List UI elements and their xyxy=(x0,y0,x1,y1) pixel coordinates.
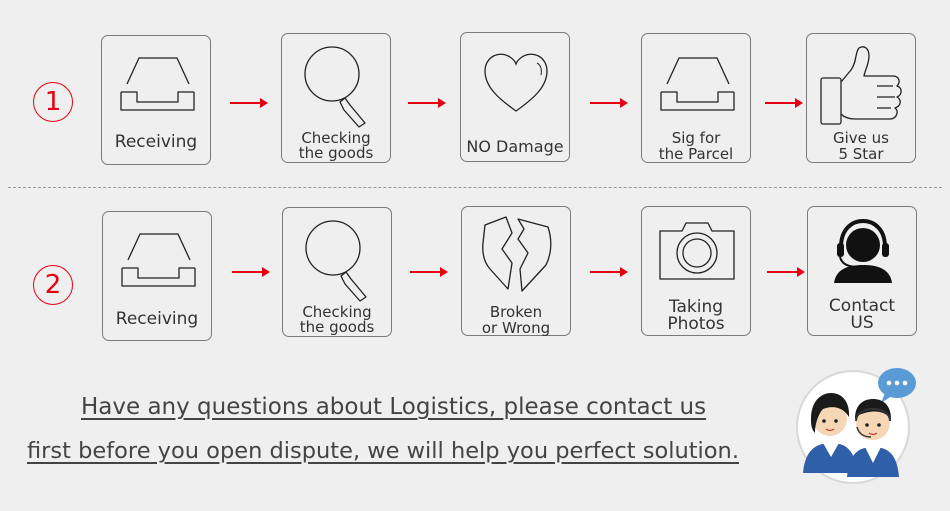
support-agent-icon xyxy=(834,218,892,283)
step-card-checking: Checking the goods xyxy=(281,33,391,163)
step-number-2: 2 xyxy=(33,265,73,305)
broken-heart-icon xyxy=(482,216,552,292)
arrow-right-icon xyxy=(410,267,448,277)
arrow-right-icon xyxy=(590,98,628,108)
arrow-right-icon xyxy=(232,267,270,277)
logistics-note-line2: first before you open dispute, we will h… xyxy=(27,438,739,464)
step-label-line2: or Wrong xyxy=(481,319,551,337)
step-label-line2: the Parcel xyxy=(658,145,734,163)
arrow-right-icon xyxy=(230,98,268,108)
step-label-line2: the goods xyxy=(299,318,375,336)
step-label-line2: US xyxy=(850,313,874,333)
inbox-tray-icon xyxy=(121,233,196,287)
step-label: NO Damage xyxy=(466,137,564,156)
arrow-right-icon xyxy=(765,98,803,108)
customer-service-avatar-icon xyxy=(796,368,916,484)
step-label: Checking xyxy=(301,129,371,147)
step-label: Receiving xyxy=(115,309,199,329)
camera-icon xyxy=(659,222,735,280)
step-label-line2: the goods xyxy=(298,144,374,162)
inbox-tray-icon xyxy=(120,57,195,111)
dashed-divider xyxy=(8,187,942,188)
magnifier-icon xyxy=(305,220,367,302)
arrow-right-icon xyxy=(408,98,446,108)
step-card-contact-us: Contact US xyxy=(807,206,917,336)
arrow-right-icon xyxy=(767,267,805,277)
logistics-note-line1: Have any questions about Logistics, plea… xyxy=(81,394,707,420)
step-label-line2: Photos xyxy=(667,314,725,334)
step-label: Give us xyxy=(833,129,889,147)
magnifier-icon xyxy=(304,46,366,128)
step-card-checking: Checking the goods xyxy=(282,207,392,337)
heart-icon xyxy=(484,53,548,112)
step-label: Receiving xyxy=(114,132,198,152)
step-number-1: 1 xyxy=(33,82,73,122)
step-label: Sig for xyxy=(671,129,721,147)
step-card-broken-wrong: Broken or Wrong xyxy=(461,206,571,336)
step-card-sig-parcel: Sig for the Parcel xyxy=(641,33,751,163)
arrow-right-icon xyxy=(590,267,628,277)
step-label-line2: 5 Star xyxy=(838,145,884,163)
inbox-tray-icon xyxy=(660,57,735,111)
step-card-taking-photos: Taking Photos xyxy=(641,206,751,336)
step-label: Taking xyxy=(668,297,724,317)
step-card-give-star: Give us 5 Star xyxy=(806,33,916,163)
step-label: Contact xyxy=(828,296,896,316)
step-card-receiving: Receiving xyxy=(101,35,211,165)
step-label: Checking xyxy=(302,303,372,321)
step-card-receiving: Receiving xyxy=(102,211,212,341)
step-label: Broken xyxy=(489,303,543,321)
thumbs-up-icon xyxy=(820,46,902,125)
step-card-no-damage: NO Damage xyxy=(460,32,570,162)
